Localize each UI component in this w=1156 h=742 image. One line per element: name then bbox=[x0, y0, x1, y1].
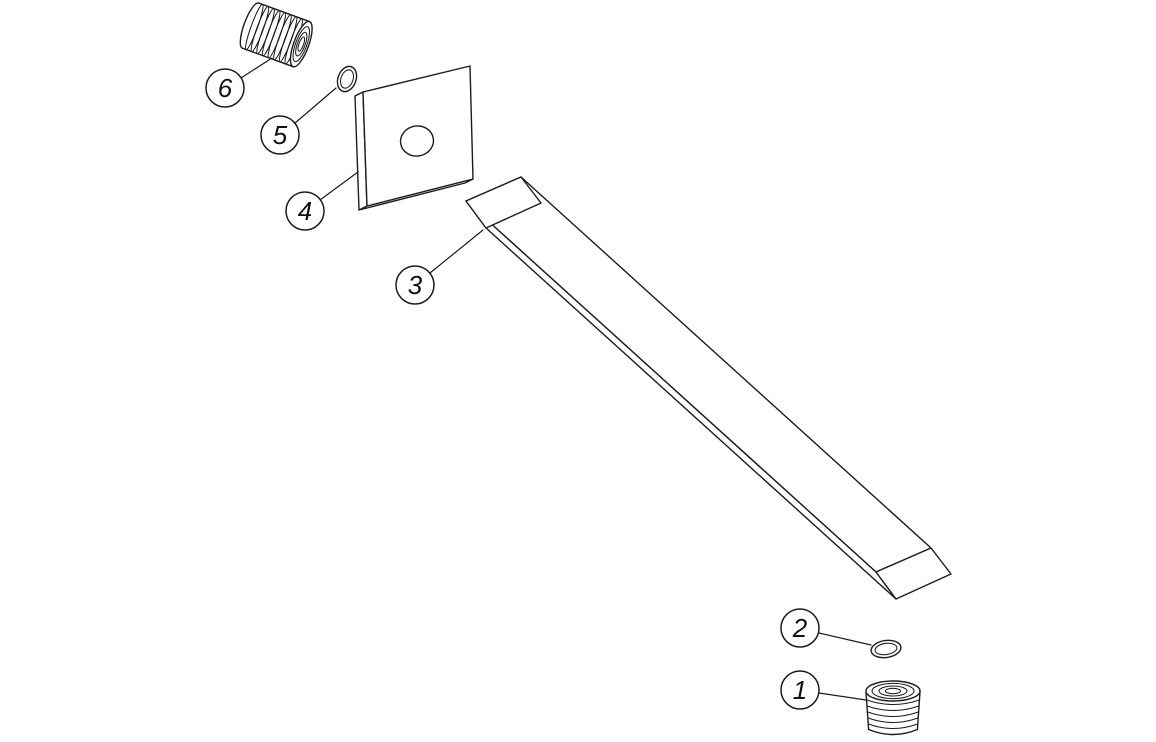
adapter-left-side bbox=[865, 691, 870, 731]
o-ring-inner bbox=[874, 642, 898, 656]
callout-6-number: 6 bbox=[218, 73, 233, 103]
thread-turns bbox=[866, 699, 920, 730]
callout-5: 5 bbox=[260, 87, 337, 155]
callout-3-circle bbox=[395, 265, 435, 305]
callout-1-leader-line bbox=[818, 692, 867, 701]
arm-upper-face bbox=[465, 176, 932, 573]
callout-5-number: 5 bbox=[273, 120, 288, 150]
part-threaded-adapter bbox=[865, 680, 921, 736]
connector-end-face bbox=[289, 20, 313, 68]
connector-left-cap bbox=[239, 2, 260, 49]
connector-outline-bottom bbox=[241, 47, 294, 68]
callout-4-circle bbox=[285, 191, 325, 231]
adapter-top-ring-3 bbox=[884, 687, 902, 695]
callout-4-leader-line bbox=[319, 171, 359, 201]
callout-6: 6 bbox=[205, 57, 273, 108]
callout-2-number: 2 bbox=[792, 613, 808, 643]
connector-rim bbox=[292, 26, 311, 63]
callout-3-leader-line bbox=[429, 229, 484, 274]
callout-6-circle bbox=[205, 68, 245, 108]
callout-4-number: 4 bbox=[298, 196, 312, 226]
o-ring-inner bbox=[339, 69, 355, 89]
callout-2-circle bbox=[780, 608, 820, 648]
callout-2: 2 bbox=[780, 608, 872, 648]
callout-1-number: 1 bbox=[793, 675, 807, 705]
adapter-top-ring-1 bbox=[871, 682, 915, 700]
o-ring-outer bbox=[336, 65, 358, 93]
callout-1-circle bbox=[780, 670, 820, 710]
callout-2-leader-line bbox=[818, 632, 872, 646]
callout-5-circle bbox=[260, 115, 300, 155]
callout-1: 1 bbox=[780, 670, 867, 710]
adapter-right-side bbox=[916, 691, 921, 731]
part-o-ring-seal bbox=[870, 639, 902, 659]
plate-center-hole bbox=[399, 125, 435, 157]
plate-front-face bbox=[362, 65, 474, 207]
adapter-top-ring-2 bbox=[878, 685, 908, 697]
connector-bore-inner bbox=[297, 36, 306, 52]
arm-near-end-face bbox=[465, 176, 542, 229]
callout-6-leader-line bbox=[240, 57, 273, 79]
arm-lower-face bbox=[465, 200, 897, 600]
part-square-shower-arm-tube bbox=[465, 176, 952, 600]
callout-4: 4 bbox=[285, 171, 359, 231]
adapter-bottom bbox=[867, 728, 919, 736]
adapter-top-face bbox=[865, 680, 921, 702]
callout-3: 3 bbox=[395, 229, 484, 305]
connector-bore bbox=[295, 31, 308, 57]
callout-5-leader-line bbox=[294, 87, 337, 124]
callout-3-number: 3 bbox=[408, 270, 423, 300]
part-small-o-ring bbox=[336, 65, 358, 93]
connector-outline-top bbox=[258, 2, 311, 23]
part-square-cover-plate bbox=[354, 65, 474, 211]
part-threaded-wall-connector bbox=[239, 2, 313, 68]
arm-far-end-face bbox=[875, 547, 952, 600]
o-ring-outer bbox=[870, 639, 902, 659]
